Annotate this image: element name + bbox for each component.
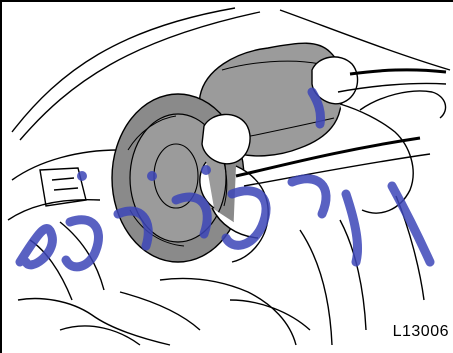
figure-code-label: L13006 bbox=[393, 323, 449, 341]
passenger-occupant bbox=[312, 57, 446, 300]
frame-top-border bbox=[0, 0, 453, 2]
frame-left-border bbox=[0, 0, 2, 353]
